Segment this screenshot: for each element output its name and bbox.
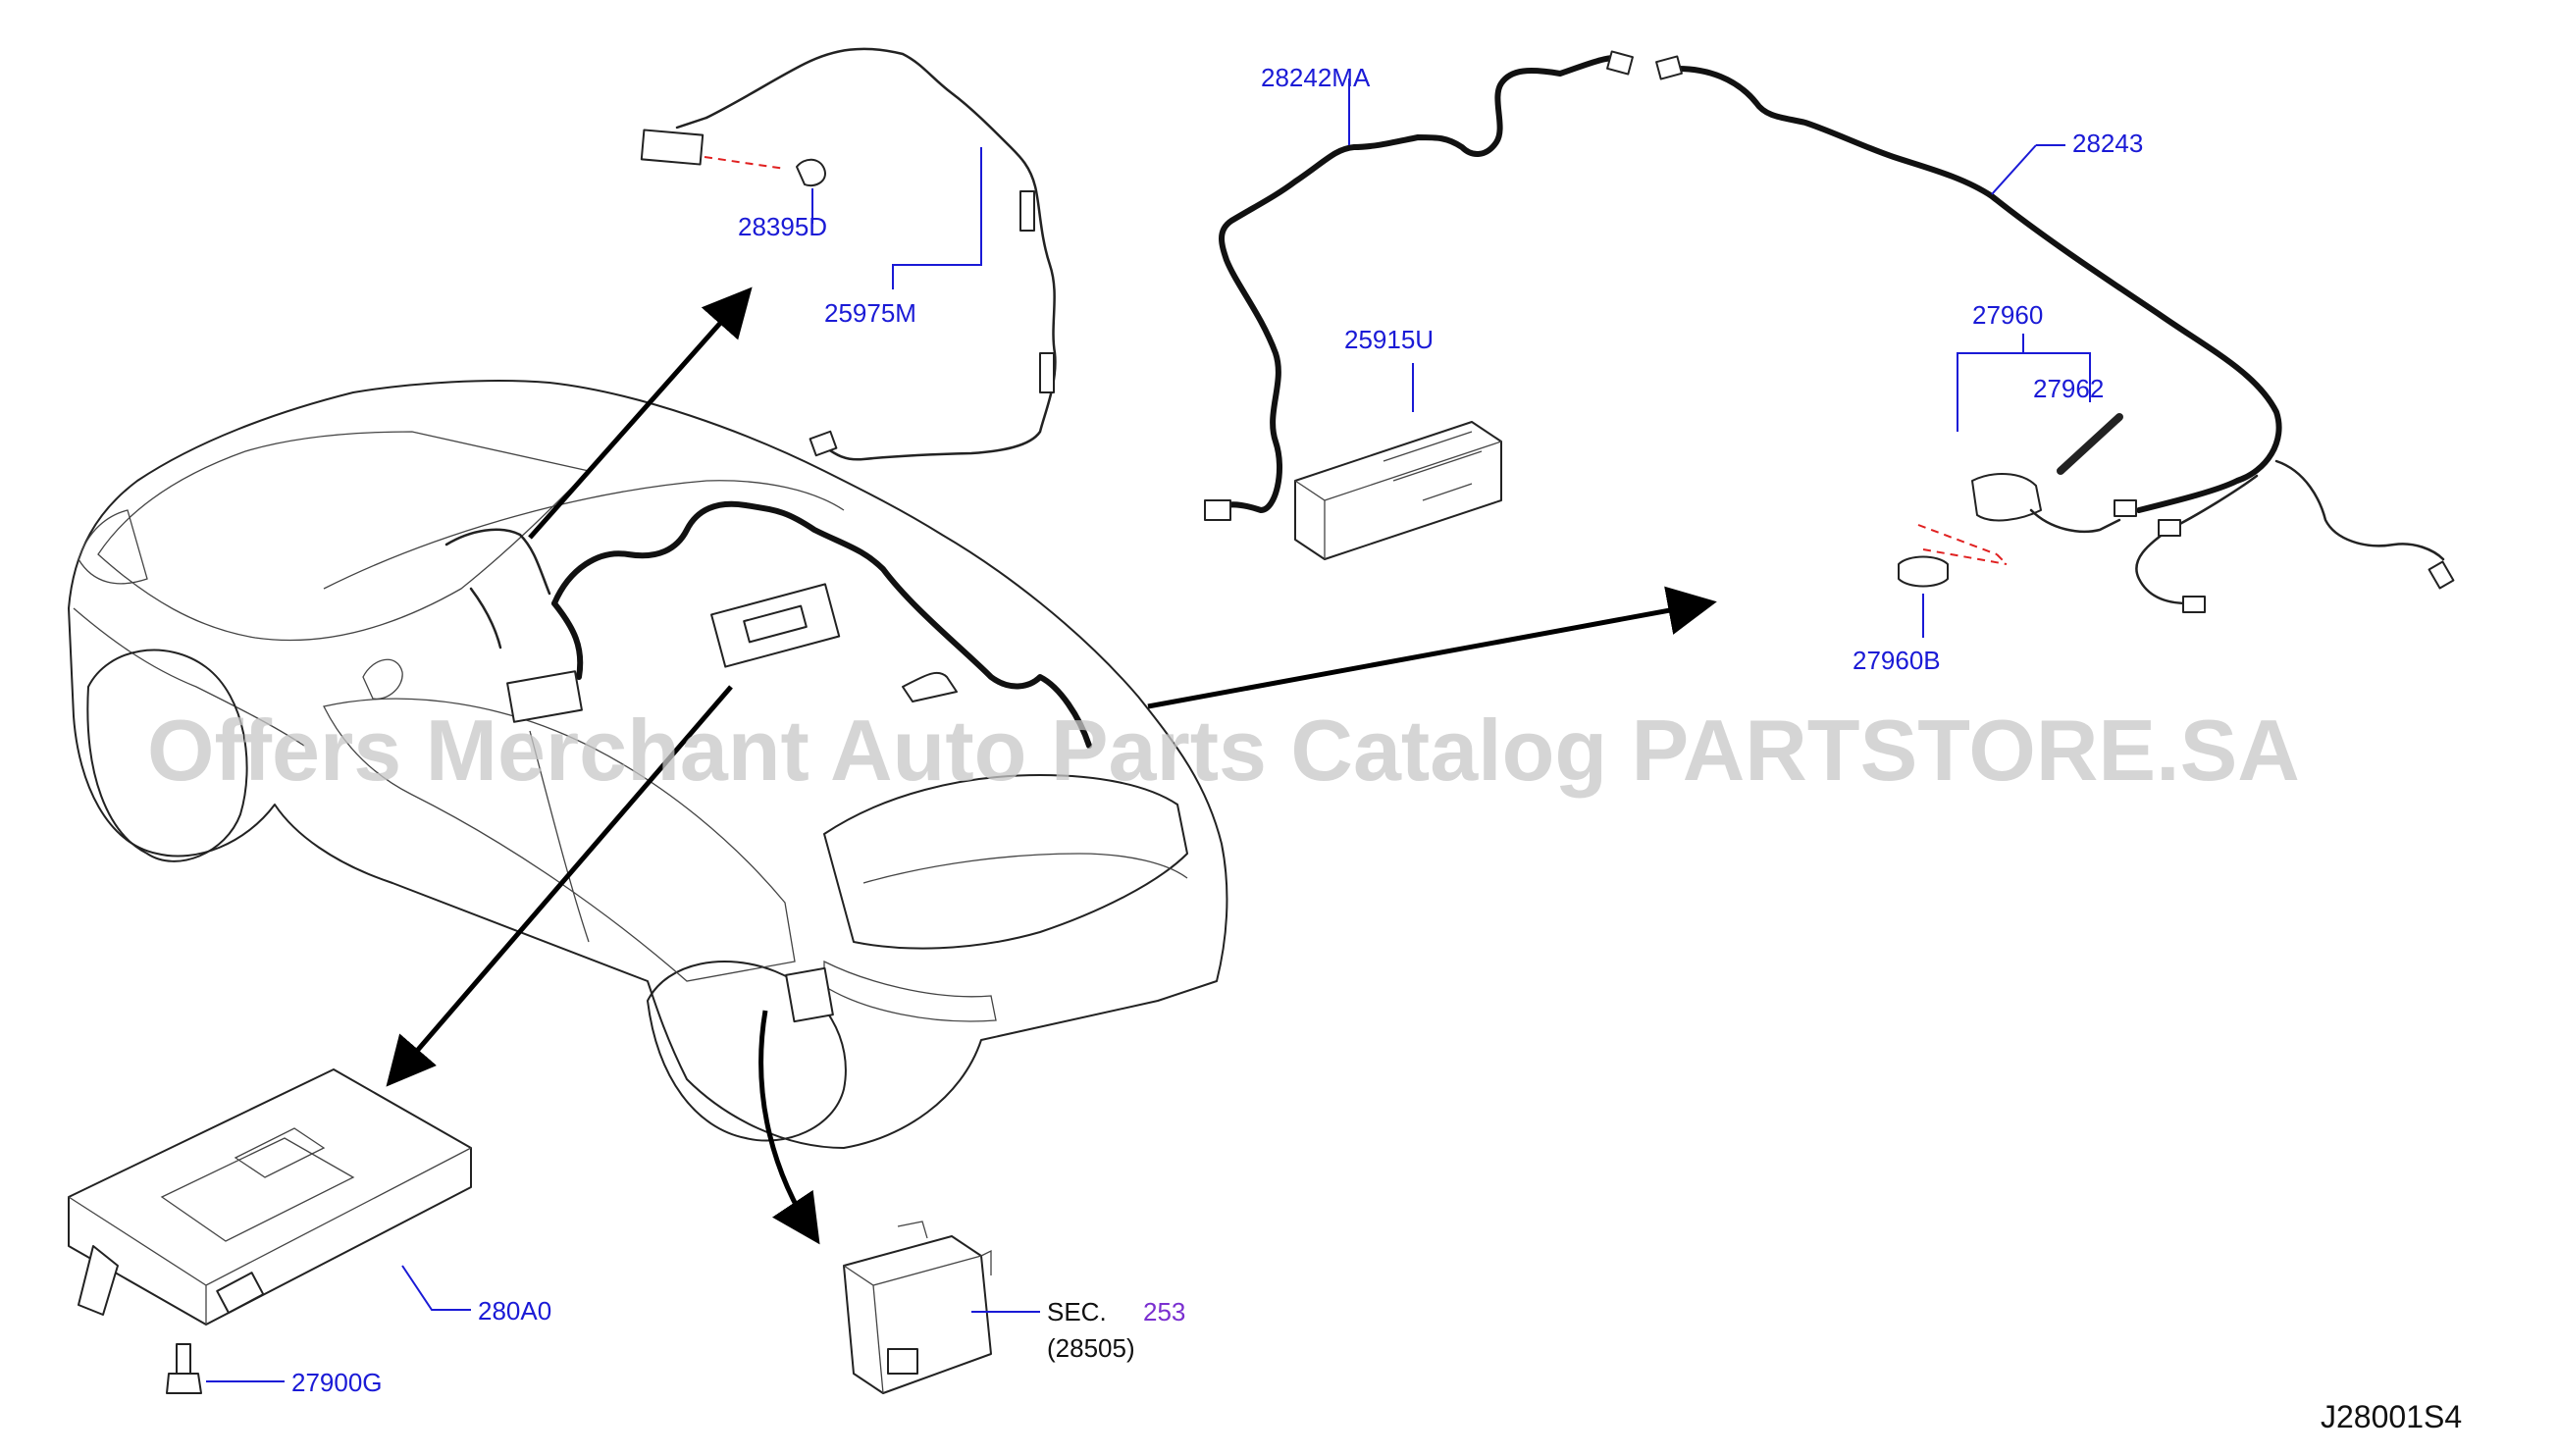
unit-25915U (1294, 363, 1502, 560)
callout-27960: 27960 (1972, 300, 2043, 330)
vehicle-outline (68, 380, 1228, 1149)
sec-subpart: (28505) (1047, 1333, 1135, 1363)
diagram-code: J28001S4 (2321, 1399, 2462, 1434)
watermark-text: Offers Merchant Auto Parts Catalog PARTS… (147, 702, 2300, 799)
callout-25915U: 25915U (1344, 325, 1434, 354)
callout-28242MA: 28242MA (1261, 63, 1371, 92)
leader-280A0 (401, 1265, 471, 1311)
module-sec253 (843, 1221, 992, 1394)
arrow-to-sec253 (758, 1010, 820, 1245)
callout-27900G: 27900G (291, 1368, 383, 1397)
harness-25975M (640, 47, 1057, 461)
bolt-27900G (166, 1343, 202, 1394)
callout-280A0: 280A0 (478, 1296, 551, 1326)
callout-28243: 28243 (2072, 129, 2143, 158)
sec-number-link[interactable]: 253 (1143, 1297, 1185, 1326)
roof-harness (444, 500, 1092, 1023)
antenna-27960 (1898, 413, 2123, 588)
sec-prefix: SEC. (1047, 1297, 1107, 1326)
arrow-to-25975M (528, 286, 753, 540)
callout-27960B: 27960B (1853, 646, 1941, 675)
callout-25975M: 25975M (824, 298, 916, 328)
module-280A0 (68, 1068, 472, 1326)
leader-25975M (892, 147, 982, 270)
arrow-to-antenna (1147, 586, 1717, 709)
callout-28395D: 28395D (738, 212, 827, 241)
arrow-to-280A0 (386, 685, 733, 1087)
callout-27962: 27962 (2033, 374, 2104, 403)
harness-28242MA-28243 (1204, 50, 2455, 613)
leader-28243 (1991, 144, 2037, 195)
